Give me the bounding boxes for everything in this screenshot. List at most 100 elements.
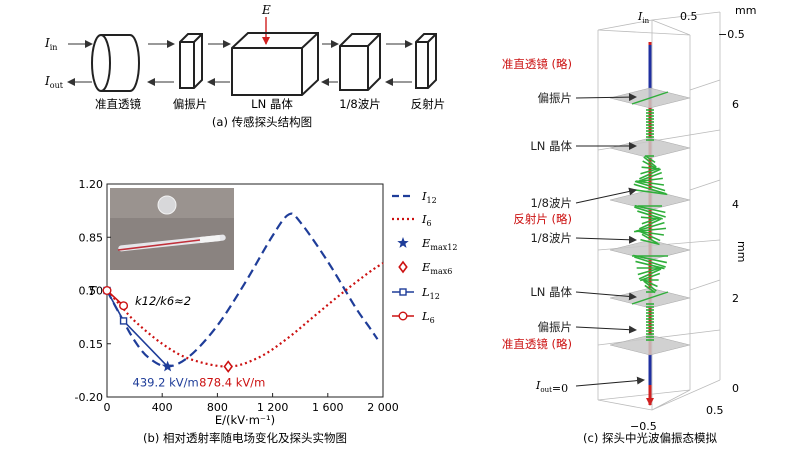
polarizer-shape bbox=[179, 33, 203, 89]
legend-label: L6 bbox=[421, 309, 435, 325]
l6-point bbox=[102, 286, 112, 296]
x-tick-label: 1 200 bbox=[257, 401, 289, 414]
panel-a-structure-diagram: E Iin Iout bbox=[44, 3, 445, 129]
component-label-waveplate: 1/8波片 bbox=[339, 97, 381, 111]
top-tick-1: −0.5 bbox=[718, 28, 745, 41]
l12-point bbox=[119, 317, 128, 325]
component-plane bbox=[609, 137, 691, 159]
ratio-note: k12/k6≈2 bbox=[135, 294, 191, 308]
polarization-state bbox=[635, 180, 665, 186]
component-plane bbox=[609, 334, 691, 356]
z-tick-6: 6 bbox=[732, 98, 739, 111]
polarization-state bbox=[634, 180, 666, 192]
polarization-state bbox=[638, 268, 662, 280]
component-label-polarizer: 偏振片 bbox=[173, 97, 208, 111]
probe-photo bbox=[110, 188, 234, 270]
polarization-state bbox=[638, 218, 662, 230]
panel-c-caption: (c) 探头中光波偏振态模拟 bbox=[583, 431, 717, 445]
polarizer-axis bbox=[631, 91, 669, 105]
legend-label: I6 bbox=[421, 212, 432, 228]
label-pointer bbox=[575, 187, 637, 204]
x-tick-label: 400 bbox=[152, 401, 173, 414]
panel-a-caption: (a) 传感探头结构图 bbox=[212, 115, 312, 129]
polarization-state bbox=[641, 217, 659, 225]
polarization-state bbox=[639, 168, 661, 180]
z-tick-4: 4 bbox=[732, 198, 739, 211]
y-tick-label: 1.20 bbox=[79, 178, 104, 191]
polarization-state bbox=[634, 204, 666, 214]
component-plane bbox=[609, 239, 691, 261]
collimating-lens-shape bbox=[91, 34, 140, 92]
bottom-tick-1: −0.5 bbox=[630, 420, 657, 433]
simulation-label: 反射片 (略) bbox=[513, 212, 572, 226]
x-tick-label: 2 000 bbox=[367, 401, 399, 414]
label-pointer bbox=[575, 93, 637, 102]
output-pointer bbox=[575, 376, 645, 387]
output-intensity-label: Iout bbox=[44, 74, 64, 90]
top-tick-0: 0.5 bbox=[680, 10, 698, 23]
probe-tip bbox=[199, 234, 221, 244]
label-pointer bbox=[575, 291, 637, 301]
emax12-marker bbox=[161, 360, 174, 372]
polarization-state bbox=[642, 160, 658, 170]
simulation-label: 偏振片 bbox=[538, 91, 573, 105]
eighth-wave-plate-shape bbox=[339, 33, 381, 91]
coin bbox=[157, 195, 177, 215]
l6-point bbox=[119, 301, 129, 311]
polarization-state bbox=[641, 166, 659, 170]
polarization-state bbox=[640, 167, 660, 175]
legend-label: Emax12 bbox=[421, 236, 457, 252]
polarization-state bbox=[637, 171, 663, 183]
label-pointer bbox=[575, 325, 637, 334]
polarization-state bbox=[633, 183, 667, 195]
polarization-state bbox=[634, 256, 666, 268]
probe-fiber bbox=[117, 239, 201, 251]
simulation-label: 准直透镜 (略) bbox=[502, 337, 572, 351]
x-tick-label: 800 bbox=[207, 401, 228, 414]
z-tick-2: 2 bbox=[732, 292, 739, 305]
polarization-state bbox=[643, 280, 657, 292]
polarization-state bbox=[642, 278, 658, 288]
legend-label: Emax6 bbox=[421, 260, 452, 276]
y-axis-label: T bbox=[88, 284, 97, 298]
panel-b-caption: (b) 相对透射率随电场变化及探头实物图 bbox=[143, 431, 347, 445]
z-tick-0: 0 bbox=[732, 382, 739, 395]
legend-label: L12 bbox=[421, 285, 440, 301]
ln-crystal-shape bbox=[231, 32, 319, 96]
legend-swatch-l12 bbox=[399, 288, 407, 296]
legend-swatch-l6 bbox=[398, 311, 408, 321]
component-label-crystal: LN 晶体 bbox=[251, 97, 293, 111]
reflector-shape bbox=[415, 33, 437, 89]
polarization-state bbox=[635, 221, 665, 233]
legend-swatch-emax6 bbox=[398, 260, 408, 274]
polarization-state bbox=[637, 210, 663, 220]
x-tick-label: 1 600 bbox=[312, 401, 344, 414]
polarization-state bbox=[640, 238, 660, 246]
polarizer-axis bbox=[631, 291, 669, 305]
legend-swatch-emax12 bbox=[397, 237, 409, 248]
emax12-label: 439.2 kV/m bbox=[133, 376, 199, 390]
x-axis-label: E/(kV·m⁻¹) bbox=[215, 413, 275, 427]
y-tick-label: -0.20 bbox=[75, 391, 103, 404]
simulation-label: 偏振片 bbox=[538, 320, 573, 334]
polarization-state bbox=[643, 156, 657, 168]
field-label: E bbox=[261, 3, 271, 17]
simulation-label: 1/8波片 bbox=[530, 196, 572, 210]
input-intensity-label: Iin bbox=[44, 36, 57, 52]
polarization-state bbox=[644, 154, 656, 164]
z-axis-unit: mm bbox=[735, 241, 748, 262]
polarization-state bbox=[637, 266, 663, 276]
polarization-state bbox=[632, 188, 668, 196]
y-tick-label: 0.85 bbox=[79, 231, 104, 244]
simulation-label: LN 晶体 bbox=[530, 285, 572, 299]
component-label-reflector: 反射片 bbox=[411, 97, 446, 111]
y-tick-label: 0.15 bbox=[79, 338, 104, 351]
polarization-state bbox=[639, 230, 661, 242]
simulation-label: 1/8波片 bbox=[530, 231, 572, 245]
panel-c-simulation: mm 0.5 −0.5 mm 6 4 2 0 0.5 −0.5 Iin Iout… bbox=[502, 4, 757, 445]
